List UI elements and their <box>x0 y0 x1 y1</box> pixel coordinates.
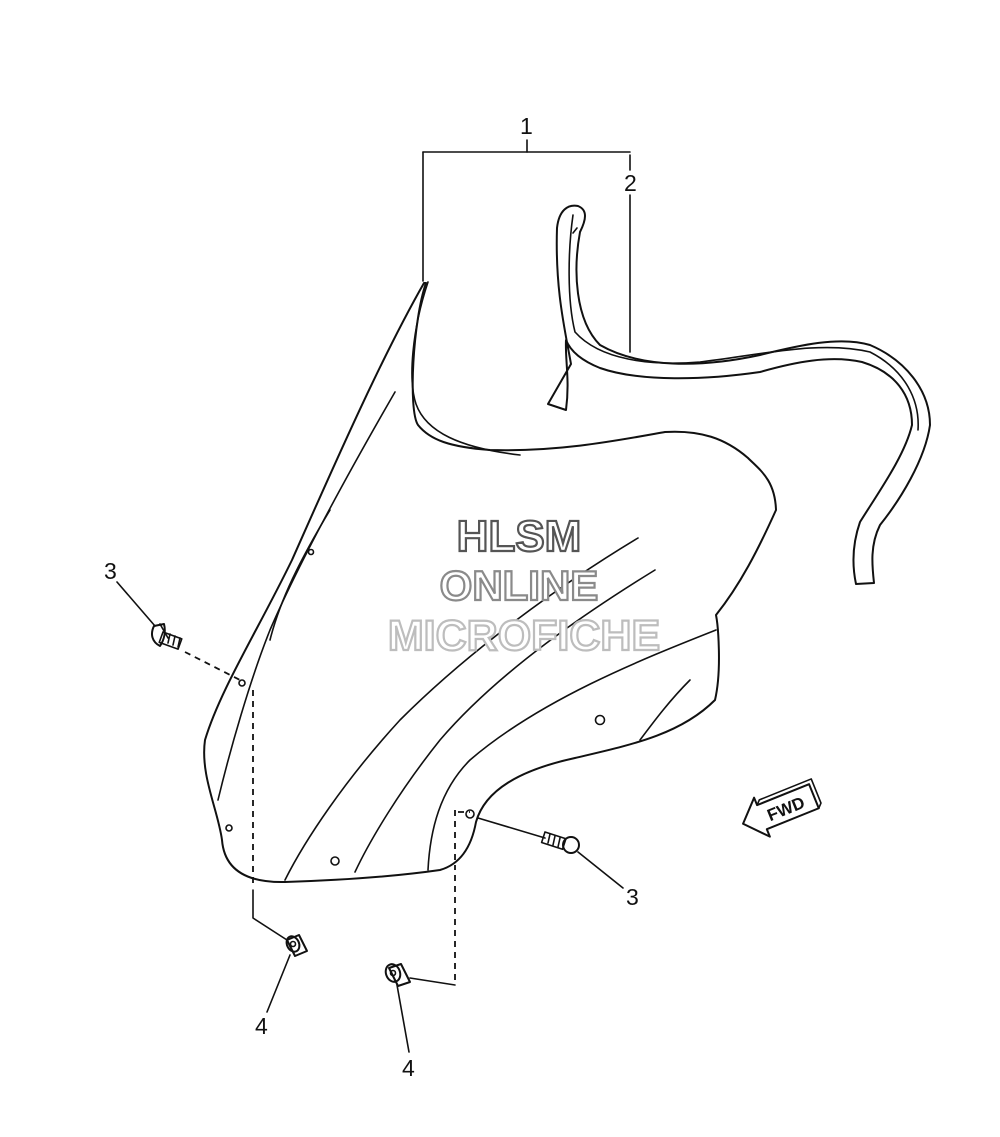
callout-1: 1 <box>520 113 533 139</box>
screw-left-part[interactable] <box>151 623 183 650</box>
callout-4-left: 4 <box>255 1013 268 1039</box>
arrow-fwd-icon <box>742 783 820 838</box>
callout-bracket <box>422 139 631 353</box>
callout-4-right: 4 <box>402 1055 415 1081</box>
callout-3-left: 3 <box>104 558 117 584</box>
grommet-right-part[interactable] <box>383 962 411 987</box>
fwd-label: FWD <box>765 793 808 825</box>
watermark: HLSM ONLINE MICROFICHE <box>387 511 662 661</box>
watermark-line-2: ONLINE <box>440 562 599 609</box>
screw-right-part[interactable] <box>540 831 580 854</box>
callout-2: 2 <box>624 170 637 196</box>
callout-labels: 1 2 3 3 4 4 <box>104 113 639 1081</box>
windshield-part[interactable] <box>203 281 777 884</box>
watermark-line-1: HLSM <box>457 512 582 561</box>
callout-3-right: 3 <box>626 884 639 910</box>
leader-lines <box>116 581 624 1053</box>
grommet-left-part[interactable] <box>284 934 308 957</box>
watermark-line-3: MICROFICHE <box>388 612 660 660</box>
trim-strip-part[interactable] <box>547 204 931 585</box>
fwd-direction-badge: FWD <box>742 778 822 838</box>
